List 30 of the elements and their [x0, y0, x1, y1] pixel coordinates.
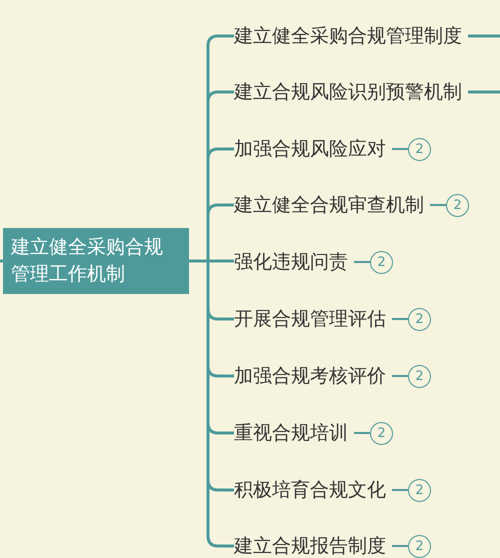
- connector-line: [354, 432, 370, 434]
- collapsed-count-badge: 2: [408, 138, 431, 160]
- subtopic: 建立合规报告制度: [234, 533, 392, 558]
- connector-line: [392, 489, 408, 491]
- subtopic: 加强合规考核评价: [234, 363, 392, 389]
- connector-line: [0, 260, 3, 262]
- connector-line: [392, 375, 408, 377]
- subtopic: 建立健全合规审查机制: [234, 192, 430, 218]
- connector-line: [468, 90, 500, 94]
- subtopic: 加强合规风险应对: [234, 136, 392, 162]
- connector-line: [354, 261, 370, 263]
- connector-line: [392, 545, 408, 547]
- connector-line: [468, 34, 500, 38]
- subtopic: 建立健全采购合规管理制度: [234, 23, 468, 49]
- collapsed-count-badge: 2: [370, 250, 393, 274]
- subtopic: 开展合规管理评估: [234, 306, 392, 332]
- connector-line: [392, 148, 408, 150]
- collapsed-count-badge: 2: [370, 422, 393, 444]
- collapsed-count-badge: 2: [408, 308, 431, 330]
- collapsed-count-badge: 2: [408, 364, 431, 388]
- collapsed-count-badge: 2: [408, 534, 431, 558]
- connector-line: [430, 204, 446, 206]
- subtopic: 重视合规培训: [234, 420, 354, 446]
- subtopic: 积极培育合规文化: [234, 477, 392, 503]
- subtopic: 强化违规问责: [234, 249, 354, 275]
- subtopic: 建立合规风险识别预警机制: [234, 79, 468, 105]
- collapsed-count-badge: 2: [446, 194, 469, 216]
- root-topic: 建立健全采购合规管理工作机制: [3, 228, 189, 294]
- collapsed-count-badge: 2: [408, 478, 431, 502]
- connector-line: [392, 318, 408, 320]
